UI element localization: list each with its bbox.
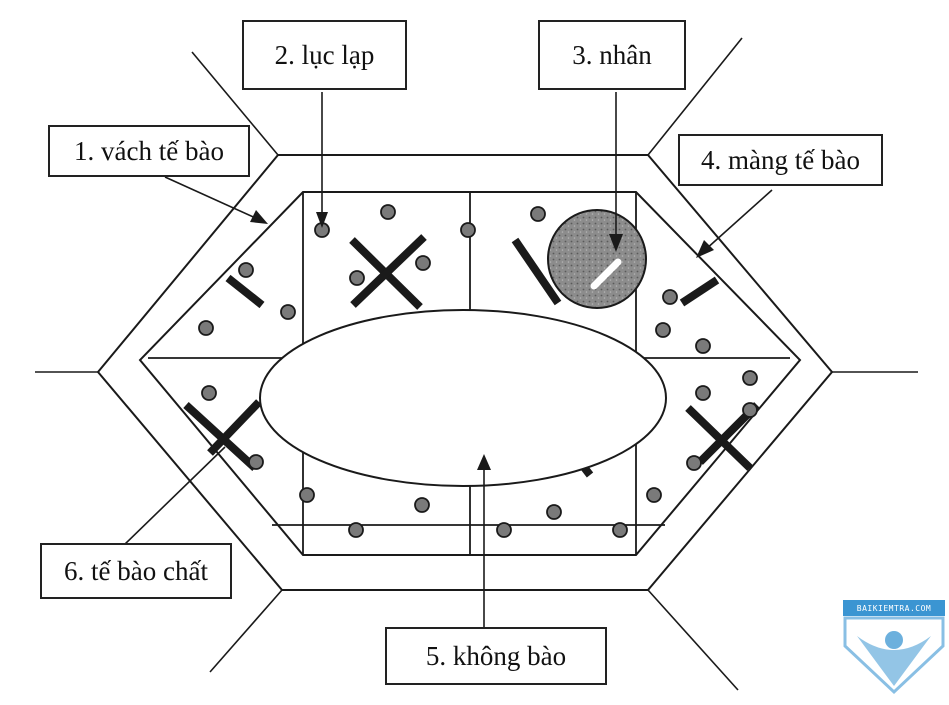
vacuole-shape: [259, 309, 667, 487]
label-chloroplast: 2. lục lạp: [242, 20, 407, 90]
leader-lines: [123, 92, 773, 627]
arrow-nucleus: [609, 92, 623, 252]
label-cell-membrane-text: 4. màng tế bào: [701, 144, 860, 175]
label-cytoplasm-text: 6. tế bào chất: [64, 555, 208, 586]
arrow-vacuole: [477, 454, 491, 627]
label-cell-membrane: 4. màng tế bào: [678, 134, 883, 186]
arrow-cell-wall: [164, 176, 268, 224]
neighbour-cell-lines: [35, 37, 918, 691]
label-chloroplast-text: 2. lục lạp: [274, 39, 375, 70]
label-cell-wall: 1. vách tế bào: [48, 125, 250, 177]
cell-wall-outer: [96, 154, 834, 591]
label-vacuole: 5. không bào: [385, 627, 607, 685]
arrow-chloroplast: [316, 92, 328, 228]
label-cytoplasm: 6. tế bào chất: [40, 543, 232, 599]
arrow-cell-membrane: [696, 189, 773, 258]
watermark-shield-icon: [843, 616, 945, 695]
label-cell-wall-text: 1. vách tế bào: [74, 135, 224, 166]
label-nucleus: 3. nhân: [538, 20, 686, 90]
chloroplast-dots: [198, 204, 758, 538]
watermark-logo: BAIKIEMTRA.COM: [843, 600, 945, 696]
label-vacuole-text: 5. không bào: [425, 640, 567, 671]
nucleus-shape: [547, 209, 647, 309]
label-nucleus-text: 3. nhân: [572, 39, 652, 70]
arrow-cytoplasm: [123, 446, 226, 546]
watermark-text: BAIKIEMTRA.COM: [843, 600, 945, 616]
